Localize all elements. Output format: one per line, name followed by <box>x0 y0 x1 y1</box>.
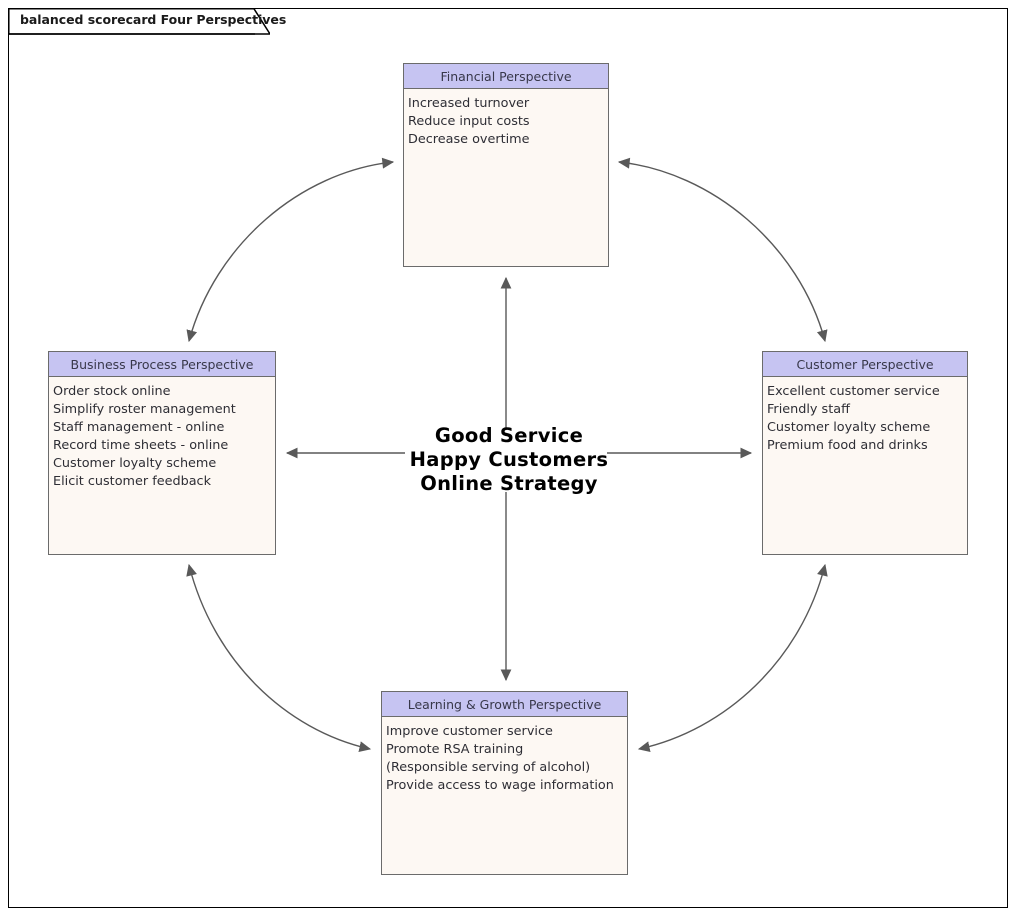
node-business-body: Order stock online Simplify roster manag… <box>49 377 275 491</box>
list-item: Promote RSA training <box>386 742 524 757</box>
node-financial-body: Increased turnover Reduce input costs De… <box>404 89 608 149</box>
centre-strategy-label: Good Service Happy Customers Online Stra… <box>389 424 629 496</box>
list-item: Friendly staff <box>767 402 850 417</box>
list-item: Order stock online <box>53 384 171 399</box>
centre-label-line: Online Strategy <box>420 472 598 495</box>
node-learning-title: Learning & Growth Perspective <box>382 692 627 717</box>
title-tab-shape <box>8 8 270 35</box>
node-learning-growth-perspective[interactable]: Learning & Growth Perspective Improve cu… <box>381 691 628 875</box>
node-learning-body: Improve customer service Promote RSA tra… <box>382 717 627 795</box>
list-item: Excellent customer service <box>767 384 940 399</box>
node-business-title: Business Process Perspective <box>49 352 275 377</box>
node-business-process-perspective[interactable]: Business Process Perspective Order stock… <box>48 351 276 555</box>
list-item: Provide access to wage information <box>386 778 614 793</box>
list-item: Elicit customer feedback <box>53 474 211 489</box>
centre-label-line: Happy Customers <box>409 448 609 471</box>
node-financial-title: Financial Perspective <box>404 64 608 89</box>
node-customer-title: Customer Perspective <box>763 352 967 377</box>
diagram-title-text: balanced scorecard Four Perspectives <box>20 12 287 27</box>
list-item: Staff management - online <box>53 420 225 435</box>
list-item: Customer loyalty scheme <box>53 456 217 471</box>
list-item: Record time sheets - online <box>53 438 229 453</box>
node-financial-perspective[interactable]: Financial Perspective Increased turnover… <box>403 63 609 267</box>
list-item: Decrease overtime <box>408 132 530 147</box>
centre-label-line: Good Service <box>434 424 584 447</box>
list-item: Improve customer service <box>386 724 553 739</box>
diagram-frame <box>8 8 1008 908</box>
node-customer-body: Excellent customer service Friendly staf… <box>763 377 967 455</box>
list-item: Customer loyalty scheme <box>767 420 931 435</box>
list-item: Increased turnover <box>408 96 530 111</box>
list-item: Premium food and drinks <box>767 438 928 453</box>
list-item: (Responsible serving of alcohol) <box>386 760 591 775</box>
node-customer-perspective[interactable]: Customer Perspective Excellent customer … <box>762 351 968 555</box>
list-item: Simplify roster management <box>53 402 236 417</box>
list-item: Reduce input costs <box>408 114 530 129</box>
